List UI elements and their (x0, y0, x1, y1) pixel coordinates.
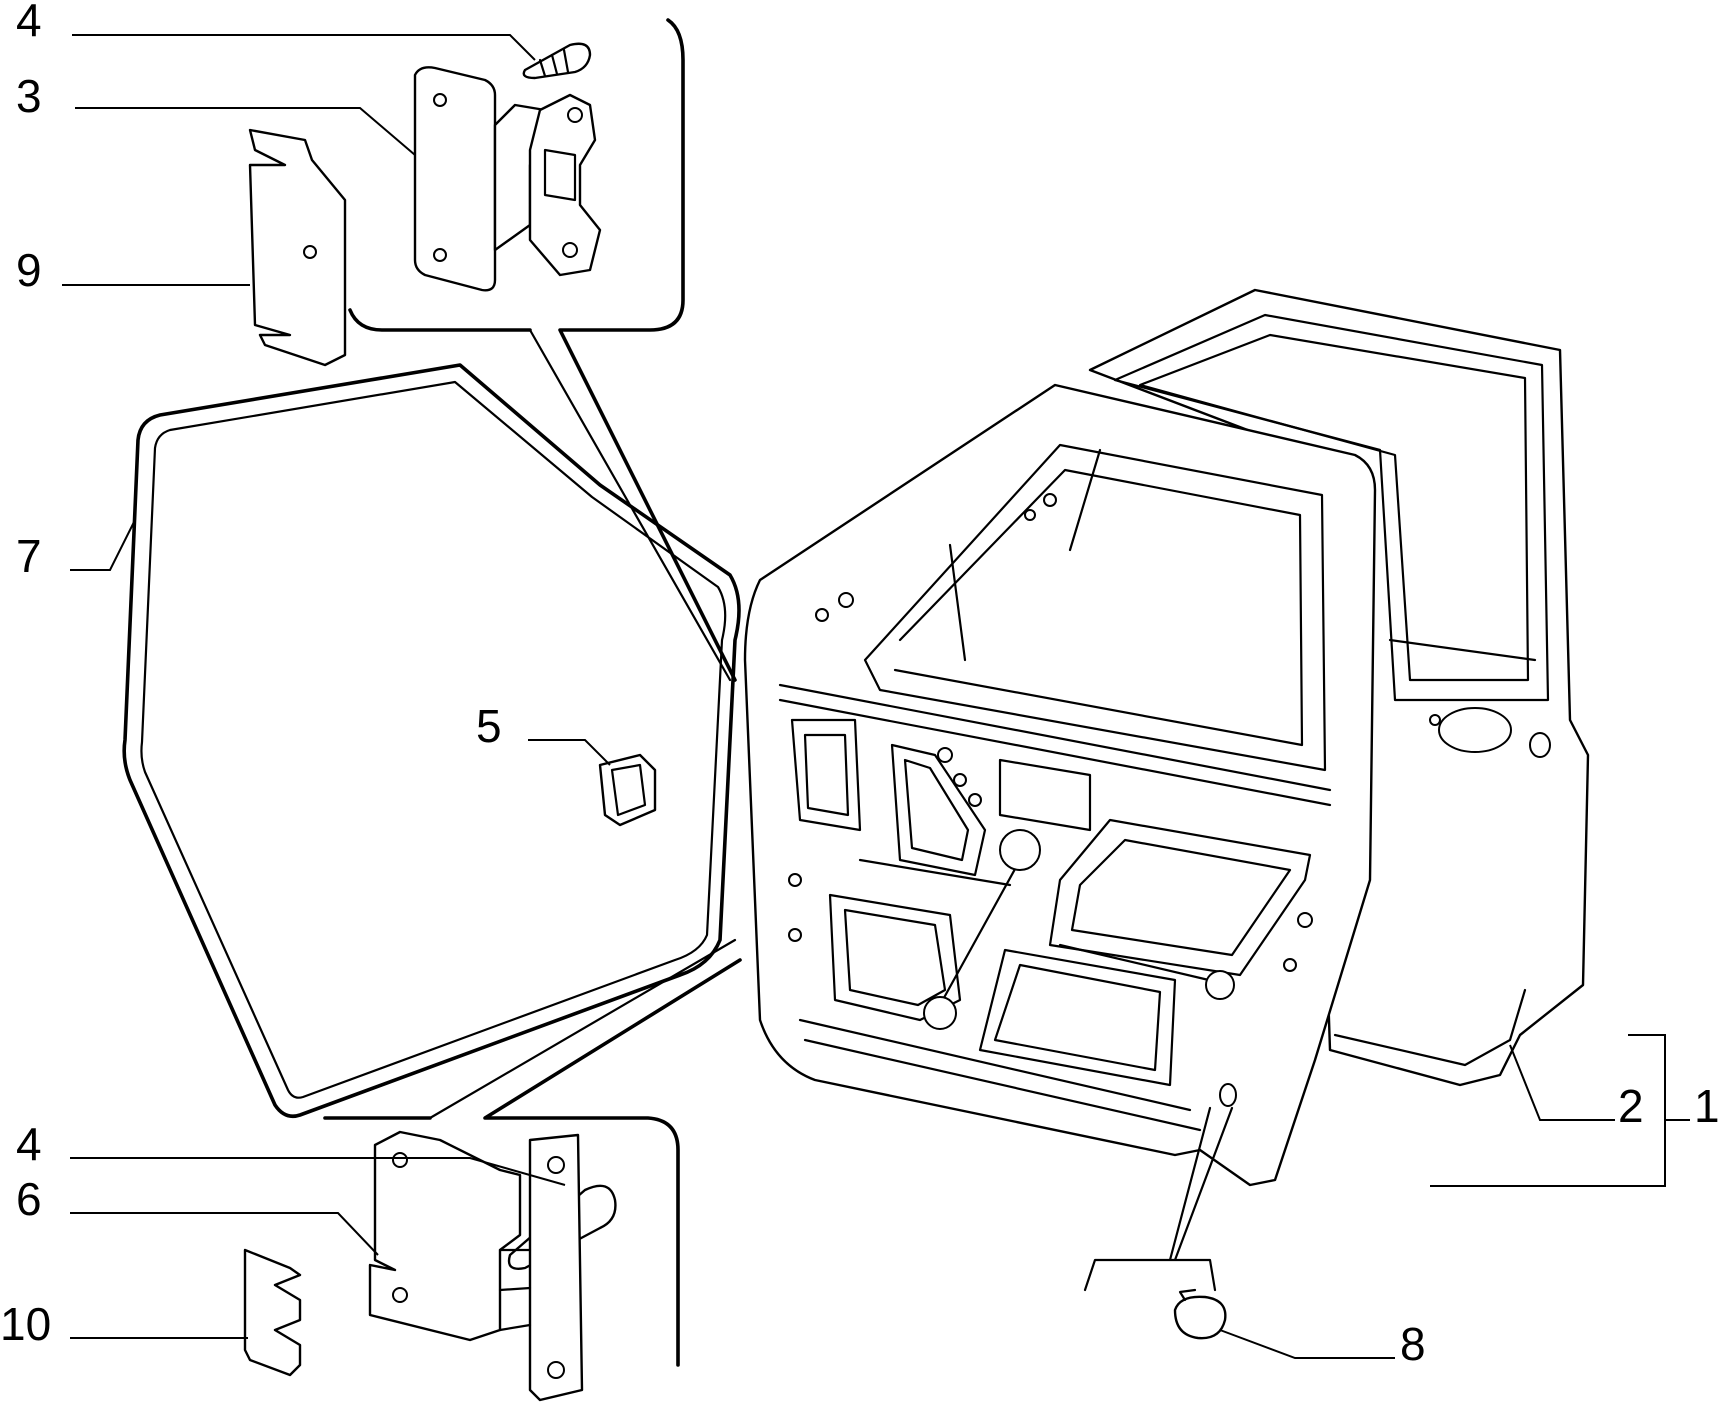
inner-frame-small-hole (788, 928, 802, 942)
callout-3: 3 (16, 70, 42, 122)
callout-7: 7 (16, 530, 42, 582)
lower-inset-frame (323, 958, 742, 1367)
leader-4-top (72, 34, 536, 61)
inner-frame-small-hole (1024, 509, 1036, 521)
callout-1: 1 (1694, 1080, 1720, 1132)
upper-hinge-leaf-hole (567, 107, 583, 123)
inner-cutout-right (1048, 818, 1312, 977)
upper-shim-plate (248, 128, 347, 367)
leader-7 (70, 519, 136, 571)
callout-8: 8 (1400, 1318, 1426, 1370)
door-seal-inner (140, 380, 727, 1099)
inner-cutout-lower-right (978, 948, 1177, 1087)
lower-hinge-leaf-hole (547, 1361, 565, 1379)
upper-hinge-plate-hole (433, 248, 447, 262)
inner-frame-beltline (778, 683, 1332, 807)
inner-frame-small-hole (968, 793, 982, 807)
inner-frame-ribs (858, 858, 1232, 1007)
lower-hinge-body-hole (392, 1152, 408, 1168)
inner-cutout-upper-mid (890, 743, 987, 877)
leader-4-bottom (70, 1157, 566, 1186)
outer-door-window (1138, 333, 1530, 682)
callout-9: 9 (16, 244, 42, 296)
upper-inset-frame (348, 18, 737, 682)
inner-cutout-lower-right-inner (993, 963, 1162, 1072)
lower-inset-leader (428, 938, 737, 1120)
inner-frame-round-hole (1205, 970, 1235, 1000)
upper-hinge-pin (543, 148, 577, 202)
leader-3 (75, 107, 416, 156)
inner-frame-lower-rim (798, 1018, 1202, 1132)
inner-frame-plug-hole (1219, 1083, 1237, 1107)
upper-shim-plate-hole (303, 245, 317, 259)
inner-cutout-window-rect (998, 758, 1092, 832)
upper-hinge-plate-hole (433, 93, 447, 107)
inner-frame-small-hole (937, 747, 953, 763)
outer-door-beltline (1388, 638, 1537, 662)
group-bracket (1430, 1034, 1690, 1187)
callout-5: 5 (476, 700, 502, 752)
inner-frame-round-hole (999, 829, 1041, 871)
inner-frame-small-hole (838, 592, 854, 608)
inner-cutout-upper-mid-inner (903, 758, 970, 862)
inner-frame-small-hole (1043, 493, 1057, 507)
callout-2: 2 (1618, 1080, 1644, 1132)
lower-hinge-pin (498, 1248, 532, 1332)
leader-6 (70, 1212, 379, 1256)
trim-clip-inner (610, 763, 647, 817)
trim-clip (598, 753, 657, 827)
upper-hinge-leaf (528, 93, 602, 277)
outer-panel-hole (1429, 714, 1441, 726)
inner-frame-small-hole (1297, 912, 1313, 928)
hinge-bolt-top (522, 42, 592, 80)
drain-plug-stem (1178, 1288, 1197, 1302)
upper-hinge-leaf-hole (562, 242, 578, 258)
inner-frame-window-inner (893, 468, 1304, 747)
hinge-bolt-top-thread (538, 48, 570, 78)
door-lock-hole (1529, 732, 1551, 758)
outer-door-sill (1333, 988, 1527, 1067)
lower-hinge-leaf-hole (547, 1156, 565, 1174)
lower-shim-plate (243, 1248, 302, 1377)
inner-frame-small-hole (788, 873, 802, 887)
lower-hinge-body (368, 1130, 522, 1342)
leader-5 (528, 739, 611, 766)
door-handle-recess (1438, 707, 1512, 753)
inner-frame-small-hole (953, 773, 967, 787)
inner-frame-small-hole (815, 608, 829, 622)
upper-hinge-plate (413, 66, 497, 292)
callout-10: 10 (0, 1298, 51, 1350)
inner-cutout-upper-left (790, 718, 862, 832)
leader-2 (1509, 1044, 1615, 1121)
inner-cutout-upper-left-inner (803, 733, 850, 817)
callout-6: 6 (16, 1173, 42, 1225)
inner-frame-small-hole (1283, 958, 1297, 972)
lower-hinge-leaf (528, 1133, 584, 1402)
inner-cutout-right-inner (1070, 838, 1292, 957)
inner-frame-round-hole (923, 996, 957, 1030)
lower-hinge-body-hole (392, 1287, 408, 1303)
callout-4-top: 4 (16, 0, 42, 46)
leader-8 (1219, 1329, 1395, 1359)
door-seal-outer (122, 363, 741, 1119)
callout-4-bottom: 4 (16, 1118, 42, 1170)
inner-frame-window-pillar (948, 448, 1102, 662)
drain-plug (1173, 1295, 1227, 1340)
inner-cutout-lower-left-inner (843, 908, 947, 1007)
inner-frame-window-opening (863, 443, 1327, 772)
plug-bracket (1083, 1106, 1234, 1292)
